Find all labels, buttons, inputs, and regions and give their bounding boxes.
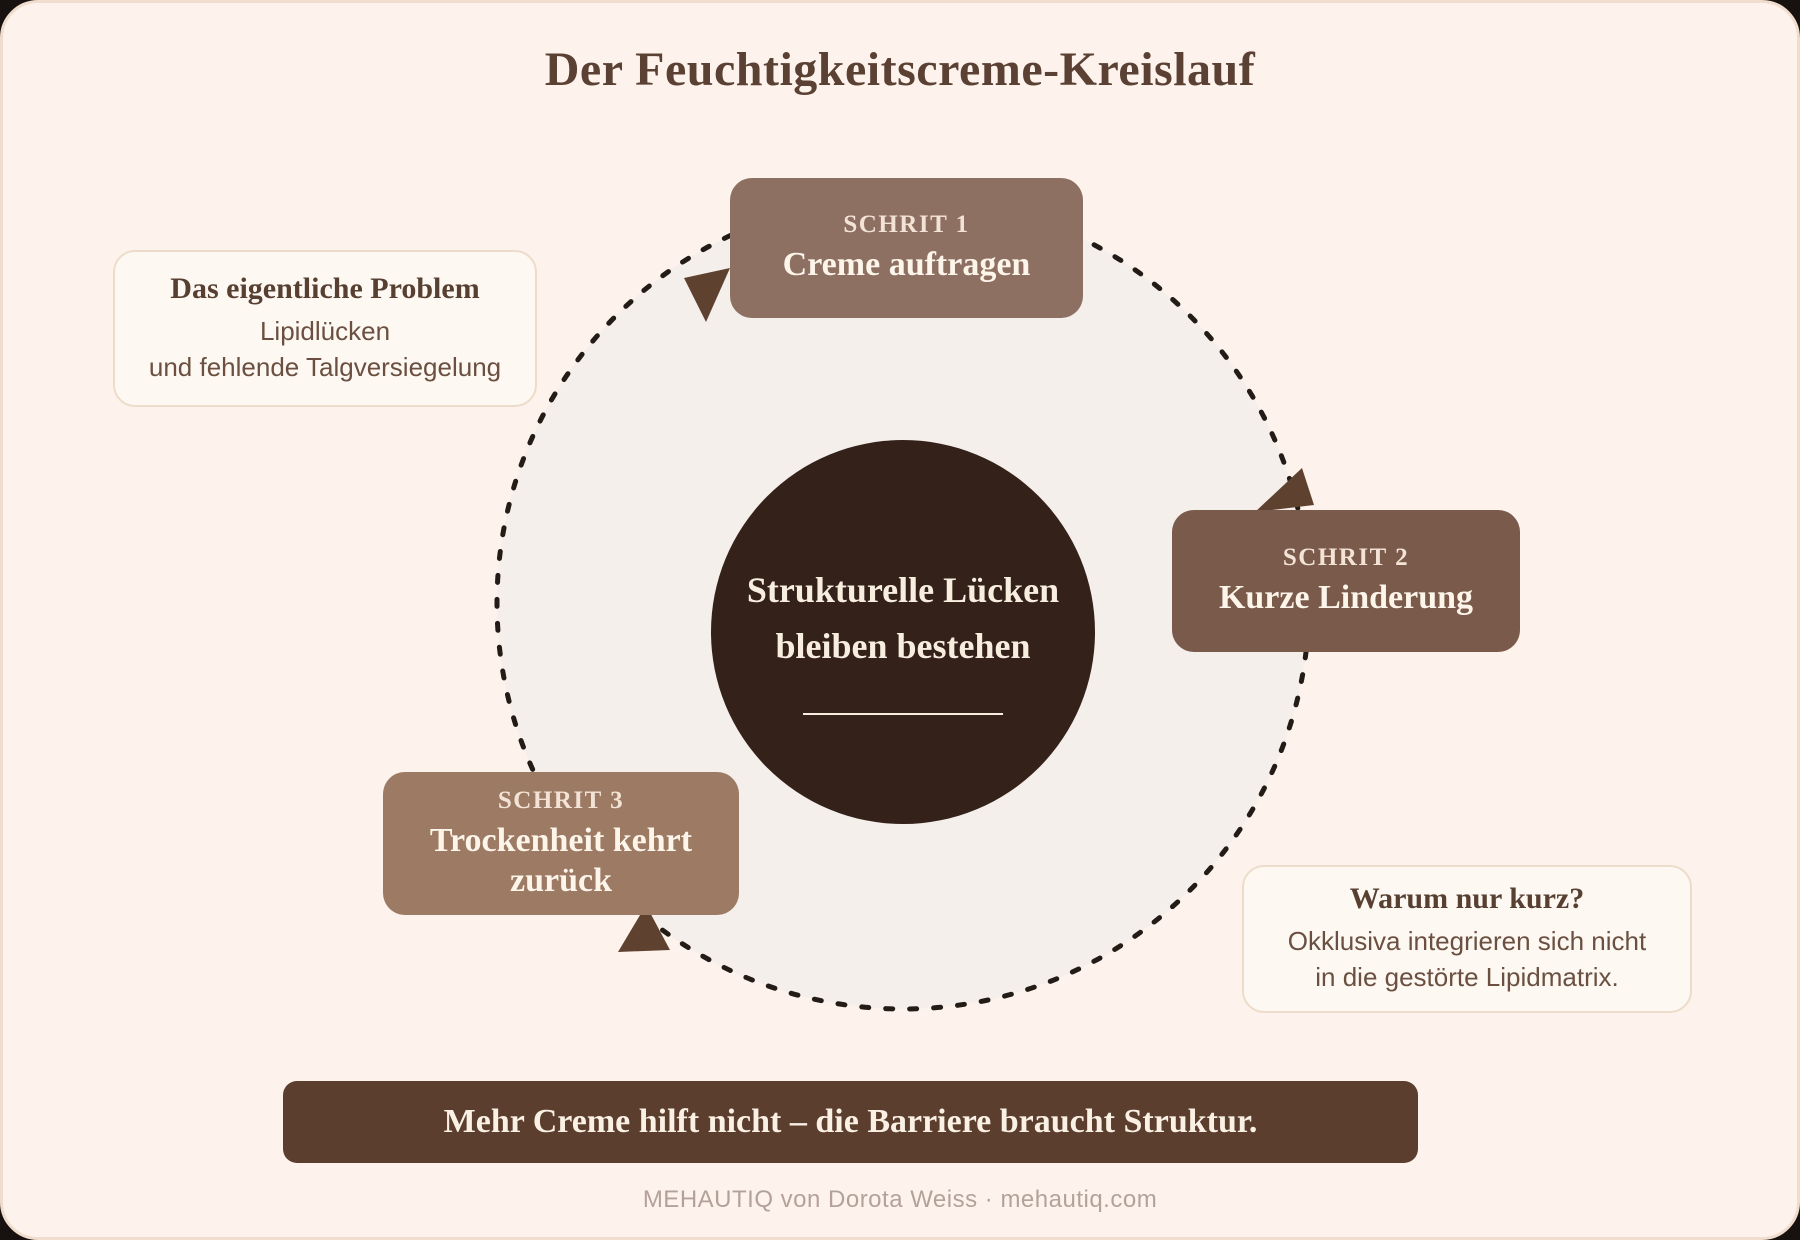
bottom-banner-text: Mehr Creme hilft nicht – die Barriere br… <box>443 1103 1258 1140</box>
callout-why-short-body: Okklusiva integrieren sich nicht in die … <box>1288 924 1646 996</box>
footer-credit: MEHAUTIQ von Dorota Weiss · mehautiq.com <box>642 1186 1158 1213</box>
cycle-arrow-icon <box>684 268 730 322</box>
step-3-label: SCHRIT 3 <box>497 787 625 815</box>
callout-problem-body: Lipidlücken und fehlende Talgversiegelun… <box>149 314 501 386</box>
bottom-banner: Mehr Creme hilft nicht – die Barriere br… <box>283 1081 1418 1163</box>
center-circle: Strukturelle Lücken bleiben bestehen <box>711 440 1095 824</box>
center-divider <box>803 712 1003 715</box>
step-2-label: SCHRIT 2 <box>1282 544 1410 572</box>
center-circle-text: Strukturelle Lücken bleiben bestehen <box>747 563 1059 675</box>
step-1-text: Creme auftragen <box>782 246 1031 284</box>
callout-why-short-heading: Warum nur kurz? <box>1349 882 1585 916</box>
callout-why-short-body-line1: Okklusiva integrieren sich nicht <box>1287 926 1647 957</box>
callout-why-short: Warum nur kurz? Okklusiva integrieren si… <box>1242 865 1692 1013</box>
step-3-box: SCHRIT 3 Trockenheit kehrt zurück <box>383 772 739 915</box>
step-3-text: Trockenheit kehrt zurück <box>429 822 693 899</box>
callout-problem: Das eigentliche Problem Lipidlücken und … <box>113 250 537 407</box>
step-1-label: SCHRIT 1 <box>843 211 970 239</box>
callout-problem-body-line1: Lipidlücken <box>259 315 391 346</box>
center-text-line1: Strukturelle Lücken <box>746 570 1060 611</box>
callout-why-short-body-line2: in die gestörte Lipidmatrix. <box>1315 962 1619 992</box>
page-title: Der Feuchtigkeitscreme-Kreislauf <box>544 43 1256 96</box>
step-1-box: SCHRIT 1 Creme auftragen <box>730 178 1083 318</box>
callout-problem-heading: Das eigentliche Problem <box>170 271 480 305</box>
step-2-text: Kurze Linderung <box>1218 579 1474 617</box>
cycle-arrow-icon <box>1255 468 1314 512</box>
center-text-line2: bleiben bestehen <box>775 626 1031 666</box>
cycle-arrow-icon <box>618 905 670 952</box>
step-2-box: SCHRIT 2 Kurze Linderung <box>1172 510 1520 652</box>
callout-problem-body-line2: und fehlende Talgversiegelung <box>148 351 502 382</box>
